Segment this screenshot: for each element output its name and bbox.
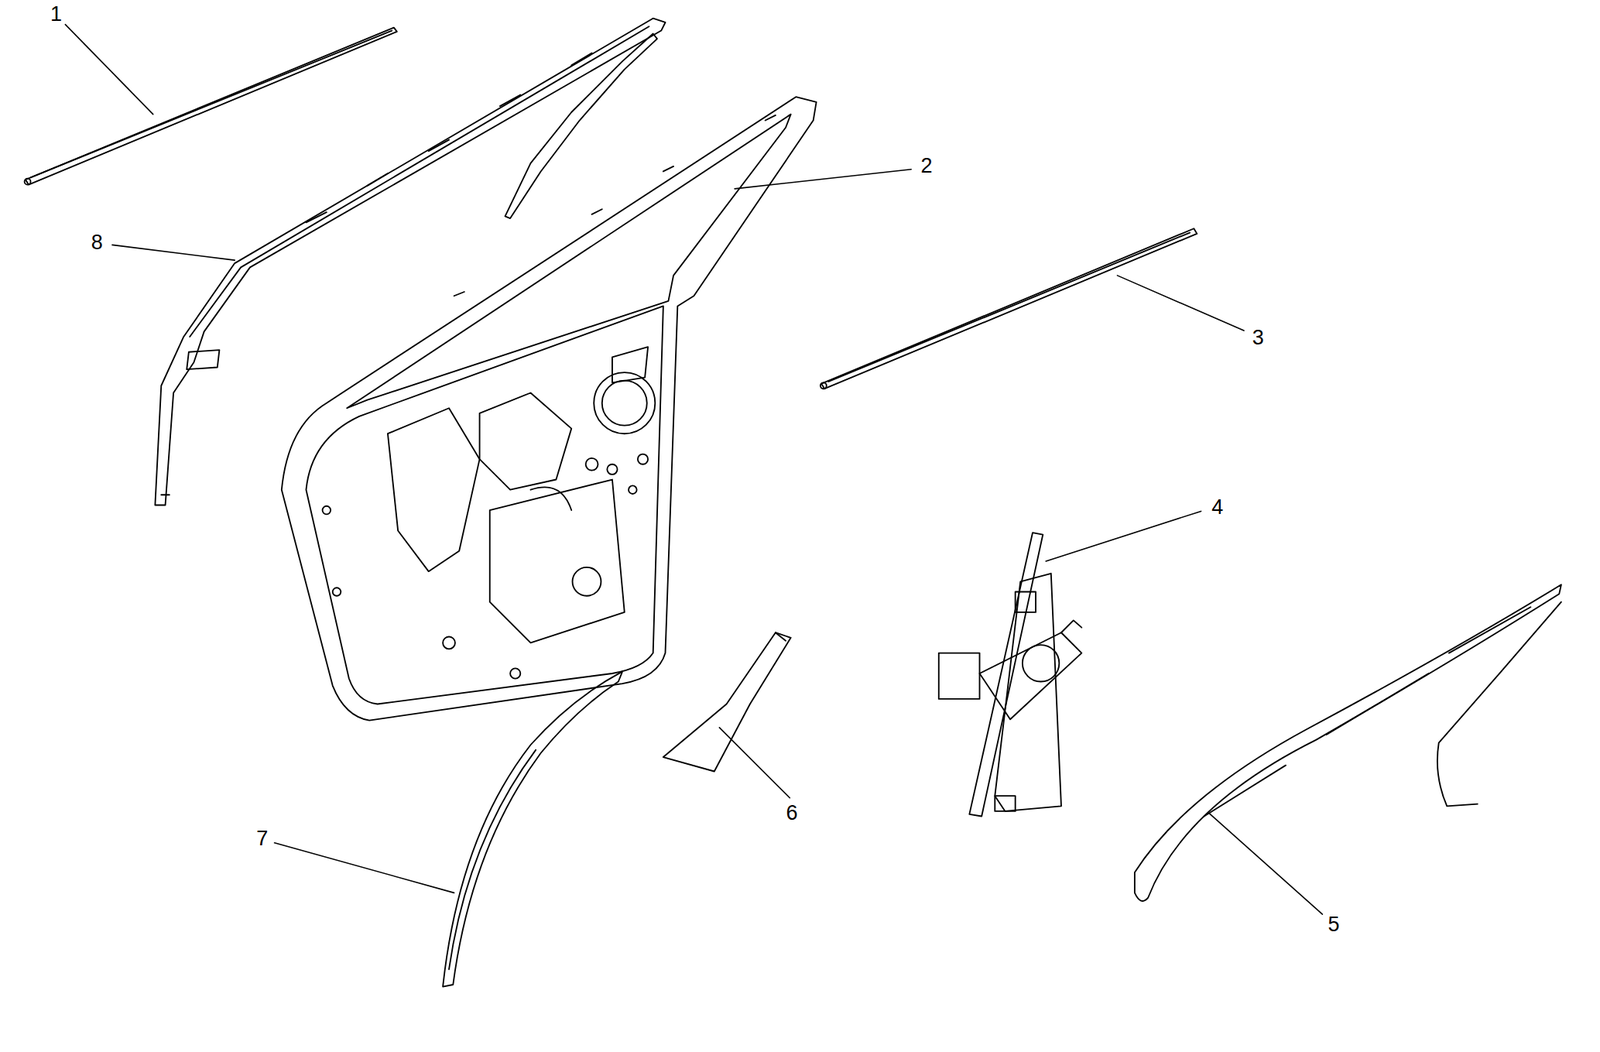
rear-channel-piece — [663, 632, 792, 771]
callout-number: 7 — [256, 828, 268, 850]
window-frame-molding — [154, 18, 665, 506]
callout-number: 6 — [785, 802, 798, 824]
inner-belt-strip — [820, 228, 1197, 389]
callout-number: 2 — [920, 155, 932, 177]
leader-lines — [65, 24, 1323, 915]
callout-number: 3 — [1252, 327, 1265, 349]
outer-belt-strip — [24, 27, 398, 186]
door-window-glass — [1134, 584, 1562, 902]
callout-number: 8 — [91, 232, 103, 254]
callout-number: 5 — [1327, 914, 1340, 936]
door-inner-panel — [281, 96, 817, 720]
callout-number: 1 — [50, 3, 62, 25]
callout-number: 4 — [1211, 496, 1224, 518]
window-regulator — [938, 532, 1083, 816]
front-channel-run — [442, 671, 623, 987]
